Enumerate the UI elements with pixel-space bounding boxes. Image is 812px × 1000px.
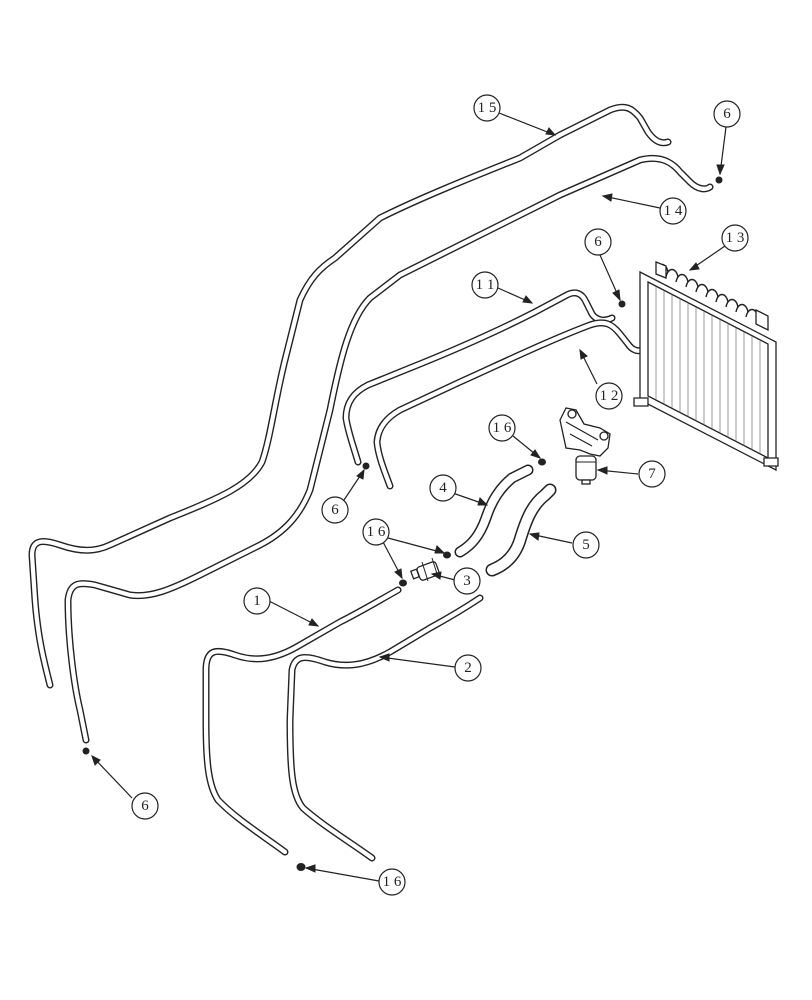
callout-15: 1 5 xyxy=(473,94,501,122)
callout-4: 4 xyxy=(429,474,457,502)
callout-16-upper: 1 6 xyxy=(488,414,516,442)
leader-lines xyxy=(91,112,727,882)
hose-5 xyxy=(485,483,557,577)
callout-6-left-mid-label: 6 xyxy=(331,502,339,518)
callout-16-middle-label: 1 6 xyxy=(367,524,386,540)
callout-6-top: 6 xyxy=(713,100,741,128)
callout-14: 1 4 xyxy=(659,197,687,225)
tube-12 xyxy=(373,319,646,490)
callout-12: 1 2 xyxy=(595,382,623,410)
callout-6-top-label: 6 xyxy=(723,106,731,122)
callout-16-upper-label: 1 6 xyxy=(493,420,512,436)
clamp-16-d xyxy=(296,863,306,871)
inline-filter-3 xyxy=(409,557,440,582)
callout-4-label: 4 xyxy=(439,480,447,496)
condenser-13 xyxy=(633,261,779,472)
tube-11 xyxy=(342,289,616,466)
callout-11: 1 1 xyxy=(471,271,499,299)
clamp-6-a xyxy=(715,176,723,184)
tube-15 xyxy=(28,103,672,689)
tube-14 xyxy=(64,154,714,744)
fuel-filter-7 xyxy=(559,407,611,485)
callout-6-bottom-label: 6 xyxy=(141,798,149,814)
callout-13-label: 1 3 xyxy=(726,230,745,246)
callout-11-label: 1 1 xyxy=(476,277,495,293)
callout-6-left-mid: 6 xyxy=(321,496,349,524)
hose-4 xyxy=(454,464,534,558)
callout-6-bottom: 6 xyxy=(131,792,159,820)
callout-7: 7 xyxy=(638,460,666,488)
callout-1: 1 xyxy=(243,587,271,615)
callout-16-bottom: 1 6 xyxy=(378,868,406,896)
callout-5-label: 5 xyxy=(582,537,590,553)
callout-16-middle: 1 6 xyxy=(362,518,390,546)
clamp-16-b xyxy=(399,579,407,587)
callout-6-mid-label: 6 xyxy=(594,234,602,250)
callout-12-label: 1 2 xyxy=(600,388,619,404)
callout-16-bottom-label: 1 6 xyxy=(383,874,402,890)
callout-5: 5 xyxy=(572,531,600,559)
clamp-6-c xyxy=(362,462,370,470)
callout-14-label: 1 4 xyxy=(664,203,683,219)
callout-1-label: 1 xyxy=(253,593,261,609)
hose-1 xyxy=(202,586,402,856)
callout-15-label: 1 5 xyxy=(478,100,497,116)
callout-2: 2 xyxy=(454,654,482,682)
callout-6-mid: 6 xyxy=(584,228,612,256)
clamp-16-c xyxy=(538,458,546,466)
clamp-6-d xyxy=(82,747,90,755)
hose-2 xyxy=(286,594,484,862)
callout-7-label: 7 xyxy=(648,466,656,482)
callout-3: 3 xyxy=(453,567,481,595)
clamp-16-a xyxy=(443,551,451,559)
callout-3-label: 3 xyxy=(463,573,471,589)
callout-2-label: 2 xyxy=(464,660,472,676)
callout-13: 1 3 xyxy=(721,224,749,252)
clamp-6-b xyxy=(618,300,626,308)
